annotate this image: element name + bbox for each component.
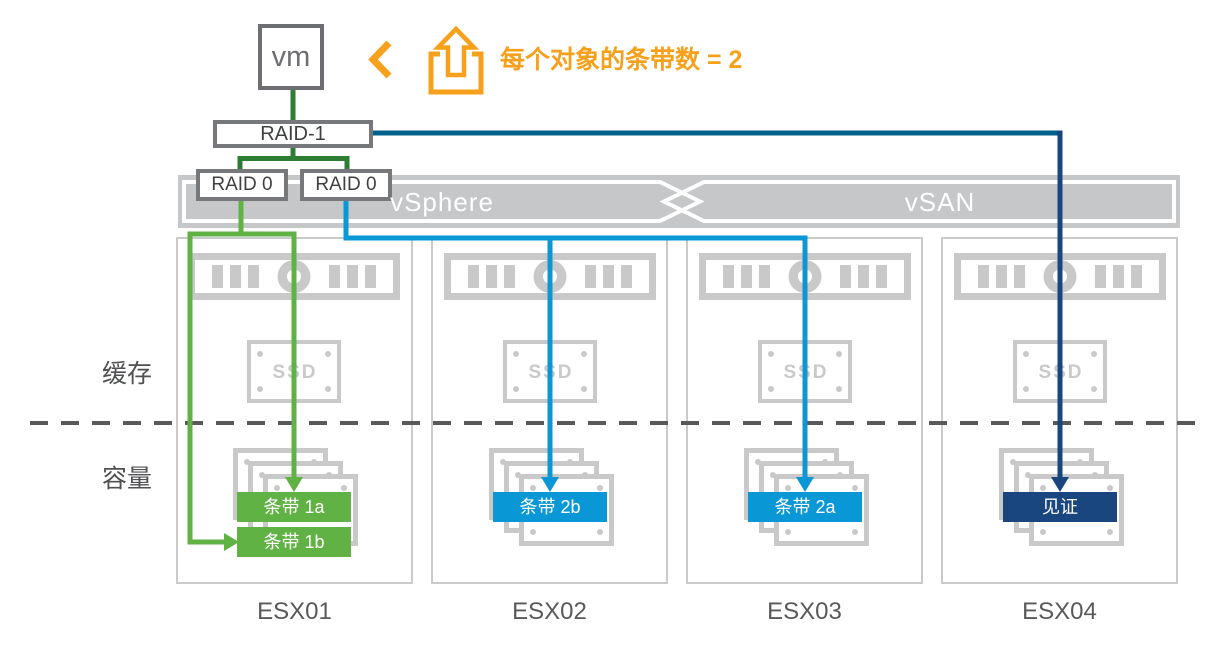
stripe-1a-arrowhead xyxy=(285,477,303,492)
stripe-2a-arrowhead xyxy=(796,477,814,492)
host-name-esx02: ESX02 xyxy=(512,598,587,625)
stripe-2b-arrowhead xyxy=(541,477,559,492)
stripe1-lines xyxy=(187,200,297,545)
stripe-1a-badge: 条带 1a xyxy=(237,492,351,522)
witness-arrowhead xyxy=(1051,477,1069,492)
vm-label: vm xyxy=(271,40,311,73)
capacity-row-label: 容量 xyxy=(101,465,152,493)
vsphere-label: vSphere xyxy=(390,187,494,217)
host-name-esx03: ESX03 xyxy=(767,598,842,625)
raid1-to-raid0-lines xyxy=(237,147,350,172)
stripe-1b-badge: 条带 1b xyxy=(237,527,351,557)
stripe-2a-badge: 条带 2a xyxy=(748,492,862,522)
raid1-box: RAID-1 xyxy=(213,120,373,148)
raid0-right-box: RAID 0 xyxy=(300,169,392,201)
break-zigzag-icon xyxy=(659,180,1176,223)
vsan-label: vSAN xyxy=(904,187,976,217)
left-chevron-icon xyxy=(368,40,392,79)
cache-row-label: 缓存 xyxy=(101,360,152,388)
host-name-esx04: ESX04 xyxy=(1022,598,1097,625)
witness-drop-line xyxy=(1057,130,1063,477)
raid0-left-box: RAID 0 xyxy=(196,169,288,201)
stripe2-lines xyxy=(343,200,808,477)
stripe-2b-badge: 条带 2b xyxy=(493,492,607,522)
stripe-1b-arrowhead xyxy=(224,533,239,551)
witness-badge: 见证 xyxy=(1003,492,1117,522)
upload-icon xyxy=(428,25,484,95)
vm-box: vm xyxy=(258,24,324,90)
stripes-per-object-note: 每个对象的条带数 = 2 xyxy=(500,46,743,74)
vsphere-section-outline xyxy=(182,180,705,223)
host-name-esx01: ESX01 xyxy=(257,598,332,625)
